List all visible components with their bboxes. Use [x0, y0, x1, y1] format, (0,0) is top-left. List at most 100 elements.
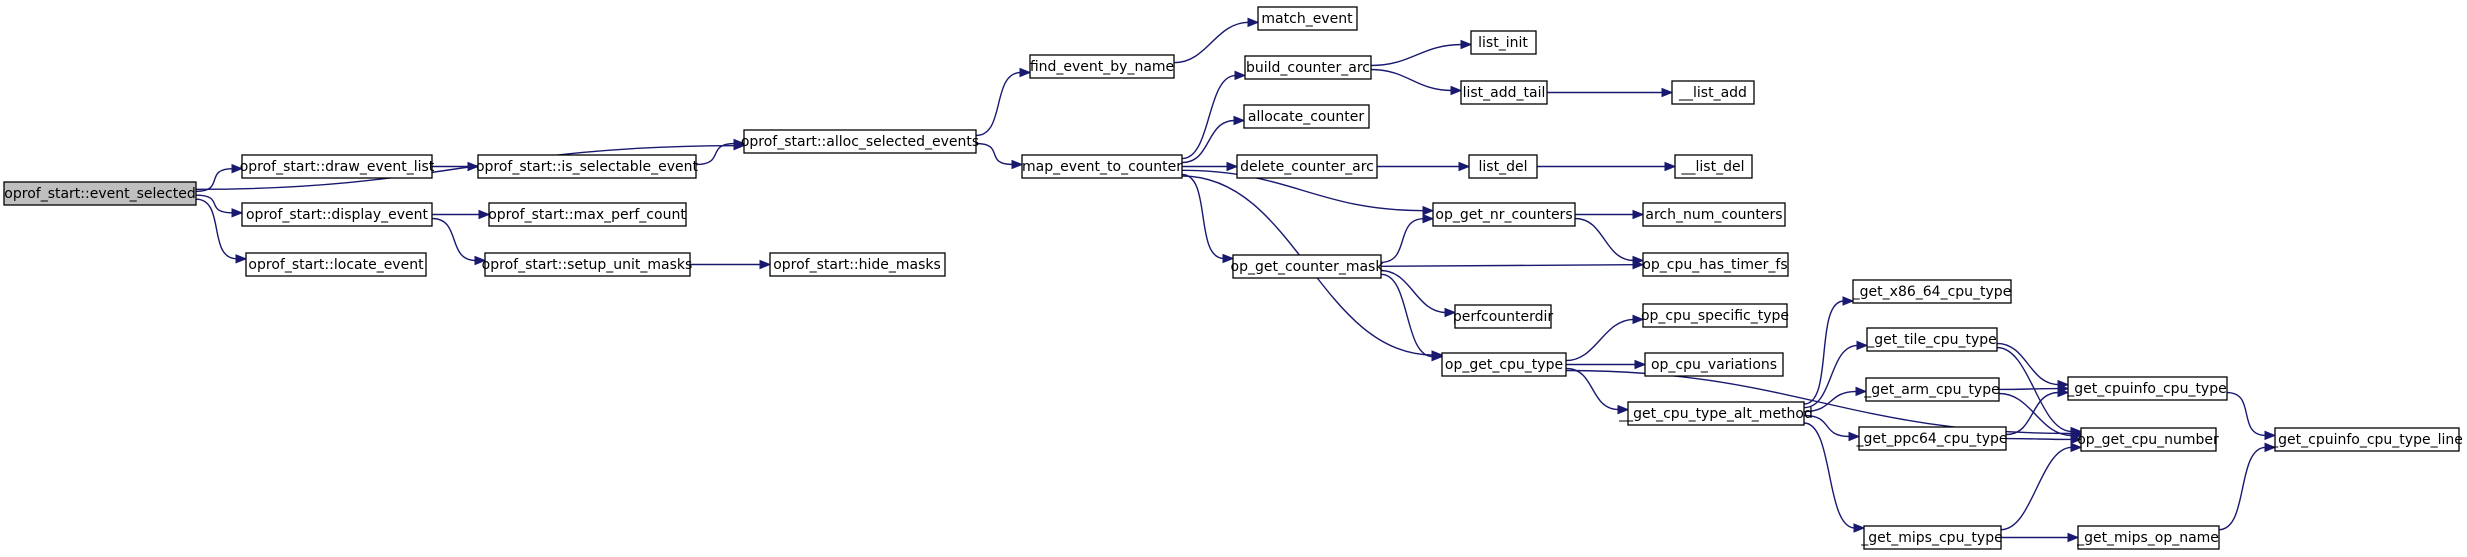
svg-text:__get_cpu_type_alt_method: __get_cpu_type_alt_method — [1618, 406, 1813, 422]
call-edge-arrowhead — [1019, 67, 1032, 78]
node-arch-num-counters[interactable]: arch_num_counters — [1642, 202, 1786, 227]
call-edge — [431, 217, 477, 262]
call-edge-arrowhead — [1632, 259, 1645, 270]
svg-text:match_event: match_event — [1261, 11, 1353, 27]
call-edge — [2226, 391, 2267, 437]
node-get-tile-cpu-type[interactable]: _get_tile_cpu_type — [1866, 327, 1998, 352]
call-graph-nodes: oprof_start::event_selected oprof_start:… — [3, 6, 2463, 550]
call-edge — [975, 142, 1014, 166]
node-list-add[interactable]: __list_add — [1671, 80, 1755, 105]
call-edge — [1803, 300, 1845, 405]
svg-text:_get_x86_64_cpu_type: _get_x86_64_cpu_type — [1852, 284, 2012, 300]
svg-text:find_event_by_name: find_event_by_name — [1030, 59, 1174, 75]
call-edge — [1173, 21, 1250, 64]
call-edge-arrowhead — [1460, 39, 1473, 50]
call-edge-arrowhead — [1458, 161, 1471, 172]
node-is-selectable-event[interactable]: oprof_start::is_selectable_event — [476, 154, 699, 179]
svg-text:_get_arm_cpu_type: _get_arm_cpu_type — [1863, 382, 1999, 398]
node-build-counter-arc[interactable]: build_counter_arc — [1244, 55, 1372, 80]
node-op-get-cpu-type[interactable]: op_get_cpu_type — [1441, 352, 1567, 377]
node-delete-counter-arc[interactable]: delete_counter_arc — [1236, 154, 1378, 179]
call-edge-arrowhead — [2057, 387, 2070, 398]
svg-text:oprof_start::draw_event_list: oprof_start::draw_event_list — [240, 159, 435, 175]
node-display-event[interactable]: oprof_start::display_event — [241, 202, 433, 227]
call-edge-arrowhead — [759, 259, 772, 270]
call-edge — [195, 144, 736, 191]
node-list-init[interactable]: list_init — [1470, 30, 1537, 55]
node-get-arm-cpu-type[interactable]: _get_arm_cpu_type — [1863, 377, 2000, 402]
call-edge — [1803, 344, 1859, 409]
call-edge — [1380, 217, 1425, 264]
call-edge-arrowhead — [1853, 523, 1866, 533]
call-edge — [1380, 269, 1447, 314]
node-list-del[interactable]: list_del — [1468, 154, 1538, 179]
call-edge — [2000, 446, 2073, 531]
node-op-cpu-specific-type[interactable]: op_cpu_specific_type — [1641, 303, 1789, 328]
node-map-event-to-counter[interactable]: map_event_to_counter — [1021, 154, 1183, 179]
svg-text:map_event_to_counter: map_event_to_counter — [1022, 159, 1182, 175]
svg-text:list_del: list_del — [1479, 159, 1528, 175]
svg-text:oprof_start::is_selectable_eve: oprof_start::is_selectable_event — [476, 159, 699, 175]
call-edge — [1370, 68, 1453, 92]
svg-text:delete_counter_arc: delete_counter_arc — [1240, 159, 1374, 175]
node-alloc-selected-events[interactable]: oprof_start::alloc_selected_events — [741, 129, 979, 154]
call-edge — [1181, 169, 1425, 212]
call-edge — [1803, 414, 1851, 438]
call-edge — [975, 71, 1022, 137]
svg-text:op_cpu_has_timer_fs: op_cpu_has_timer_fs — [1642, 257, 1787, 273]
node-op-cpu-variations[interactable]: op_cpu_variations — [1644, 352, 1784, 377]
call-edge-arrowhead — [2067, 532, 2080, 543]
call-edge — [1574, 217, 1635, 262]
call-edge-arrowhead — [1842, 296, 1855, 306]
svg-text:oprof_start::locate_event: oprof_start::locate_event — [248, 257, 424, 273]
call-edge-arrowhead — [1856, 340, 1869, 351]
node-get-mips-cpu-type[interactable]: _get_mips_cpu_type — [1860, 525, 2003, 550]
node-setup-unit-masks[interactable]: oprof_start::setup_unit_masks — [482, 252, 693, 277]
node-get-x86-64-cpu-type[interactable]: _get_x86_64_cpu_type — [1852, 279, 2012, 304]
call-edge-arrowhead — [1632, 209, 1645, 220]
node-hide-masks[interactable]: oprof_start::hide_masks — [769, 252, 946, 277]
svg-text:oprof_start::max_perf_count: oprof_start::max_perf_count — [488, 207, 686, 223]
call-edge-arrowhead — [1634, 359, 1647, 370]
call-edge-arrowhead — [1422, 213, 1435, 224]
call-edge — [1998, 392, 2073, 437]
node-get-cpuinfo-cpu-type-line[interactable]: _get_cpuinfo_cpu_type_line — [2270, 427, 2463, 452]
node-list-del-internal[interactable]: __list_del — [1674, 154, 1753, 179]
call-edge — [695, 142, 736, 166]
node-draw-event-list[interactable]: oprof_start::draw_event_list — [240, 154, 435, 179]
svg-text:op_get_cpu_type: op_get_cpu_type — [1445, 357, 1563, 373]
node-list-add-tail[interactable]: list_add_tail — [1460, 80, 1548, 105]
node-perfcounterdir[interactable]: perfcounterdir — [1453, 304, 1554, 329]
call-edge — [1565, 318, 1635, 362]
svg-text:allocate_counter: allocate_counter — [1248, 109, 1364, 125]
call-edge-arrowhead — [2070, 434, 2083, 445]
node-get-ppc64-cpu-type[interactable]: _get_ppc64_cpu_type — [1855, 426, 2008, 451]
node-get-mips-op-name[interactable]: _get_mips_op_name — [2076, 525, 2220, 550]
node-max-perf-count[interactable]: oprof_start::max_perf_count — [488, 202, 687, 227]
node-get-cpu-type-alt-method[interactable]: __get_cpu_type_alt_method — [1618, 401, 1813, 426]
node-op-get-cpu-number[interactable]: op_get_cpu_number — [2077, 427, 2219, 452]
call-edge-arrowhead — [1247, 17, 1260, 28]
node-find-event-by-name[interactable]: find_event_by_name — [1029, 54, 1175, 79]
call-edge-arrowhead — [478, 209, 491, 220]
node-locate-event[interactable]: oprof_start::locate_event — [245, 252, 427, 277]
call-edge-arrowhead — [1233, 115, 1246, 126]
node-oprof-start-event-selected[interactable]: oprof_start::event_selected — [3, 181, 197, 206]
node-allocate-counter[interactable]: allocate_counter — [1243, 104, 1370, 129]
node-op-get-counter-mask[interactable]: op_get_counter_mask — [1231, 254, 1385, 279]
svg-text:oprof_start::event_selected: oprof_start::event_selected — [4, 186, 195, 202]
svg-text:op_get_nr_counters: op_get_nr_counters — [1435, 207, 1572, 223]
call-edge-arrowhead — [1011, 159, 1024, 170]
node-match-event[interactable]: match_event — [1257, 6, 1358, 31]
call-edge-arrowhead — [2070, 442, 2083, 453]
svg-text:op_cpu_variations: op_cpu_variations — [1651, 357, 1777, 373]
svg-text:oprof_start::hide_masks: oprof_start::hide_masks — [773, 257, 941, 273]
call-edge-arrowhead — [474, 255, 487, 266]
node-op-cpu-has-timer-fs[interactable]: op_cpu_has_timer_fs — [1642, 252, 1789, 277]
call-edge — [195, 194, 234, 214]
node-get-cpuinfo-cpu-type[interactable]: _get_cpuinfo_cpu_type — [2066, 376, 2228, 401]
node-op-get-nr-counters[interactable]: op_get_nr_counters — [1432, 202, 1576, 227]
call-edge-arrowhead — [1222, 253, 1235, 264]
svg-text:op_get_counter_mask: op_get_counter_mask — [1231, 259, 1385, 275]
